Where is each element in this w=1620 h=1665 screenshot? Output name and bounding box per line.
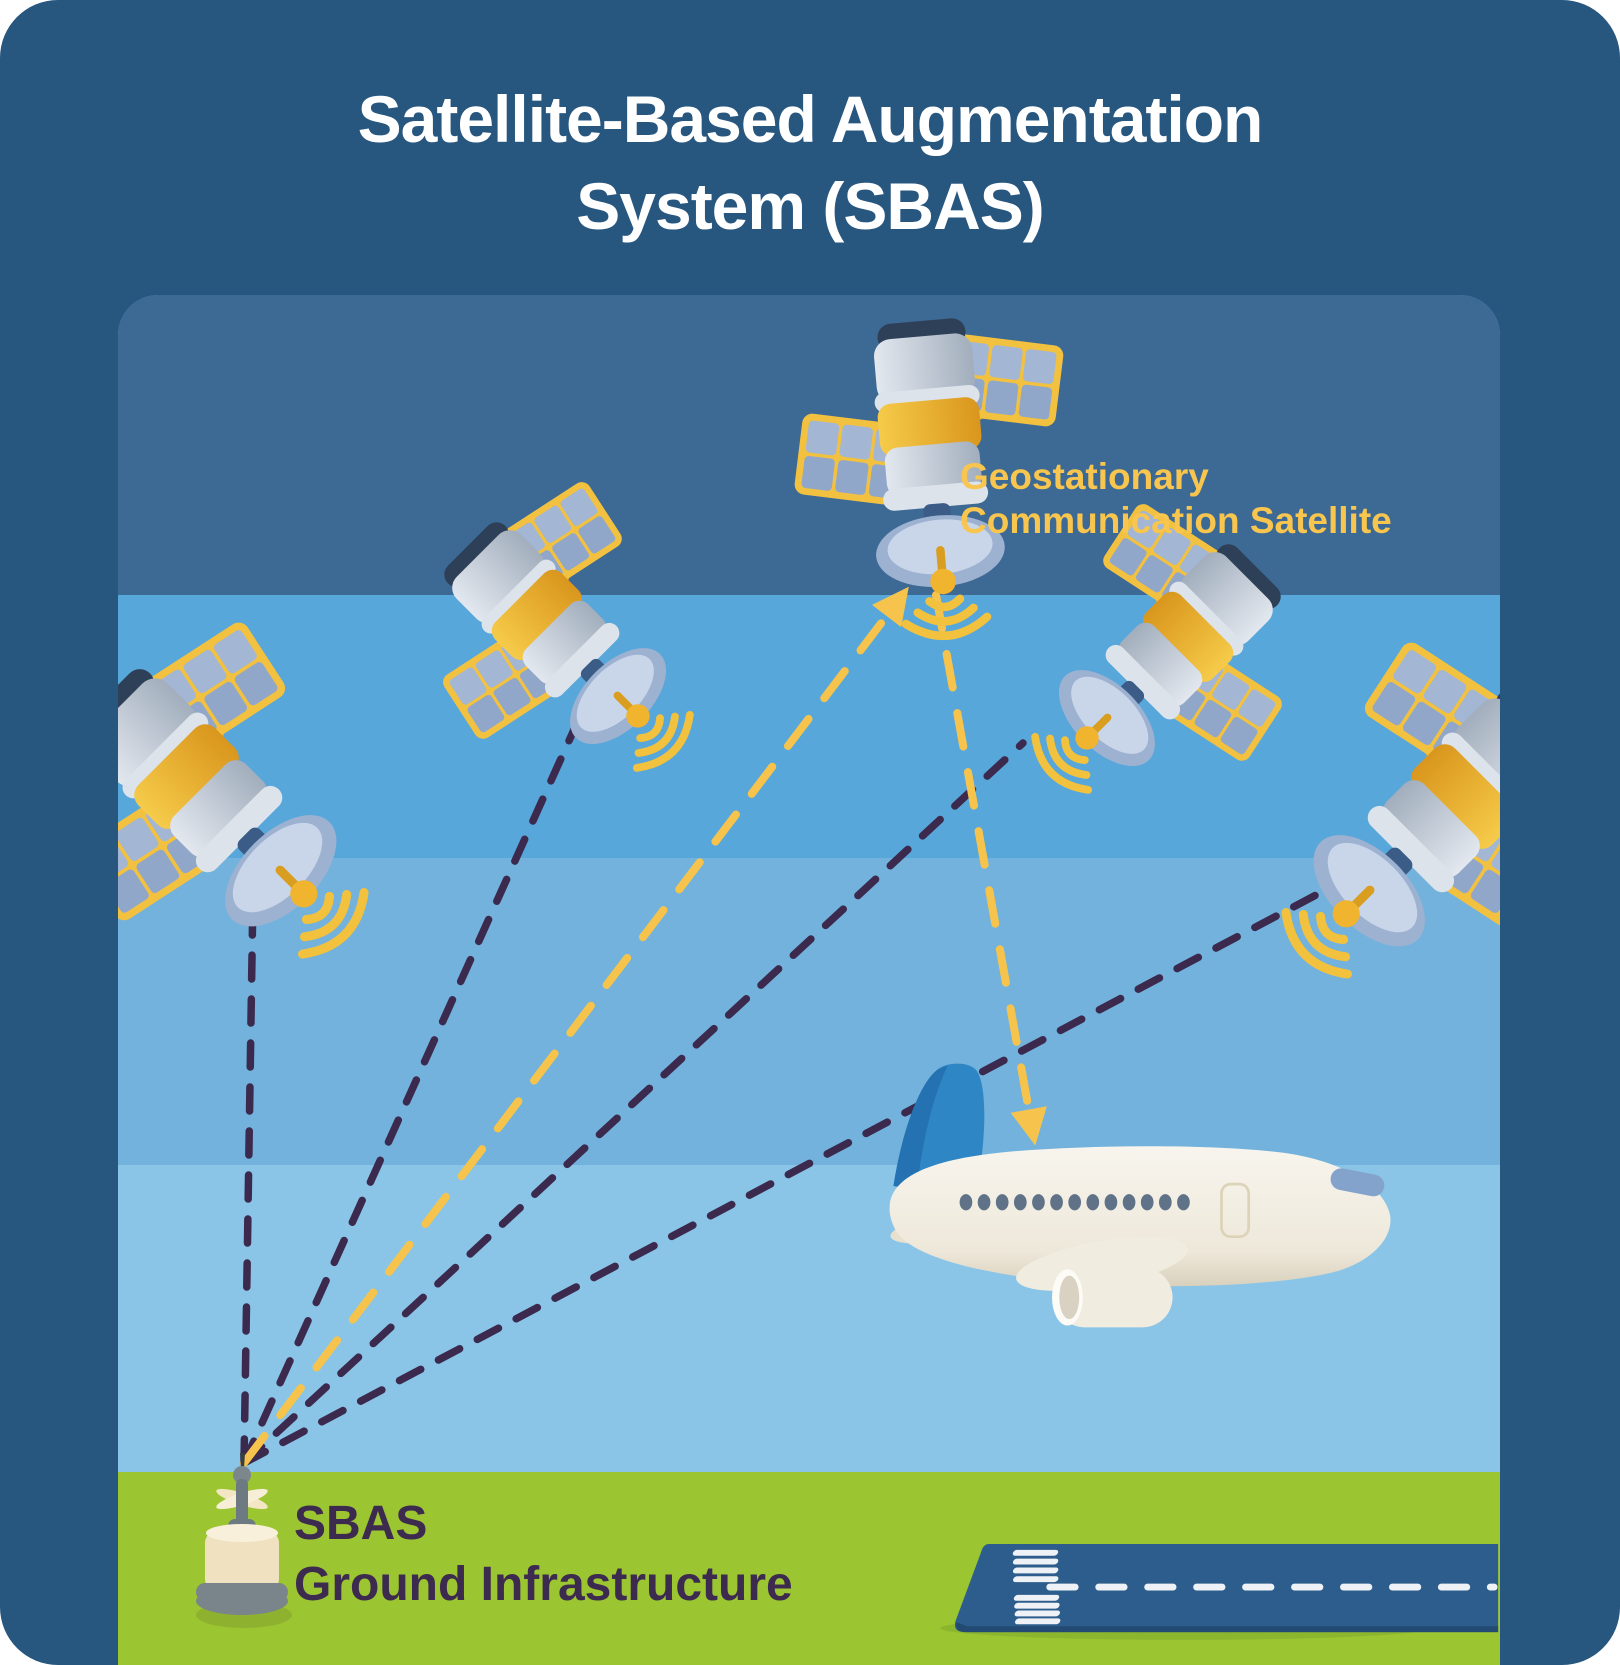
sky-band-3 bbox=[118, 858, 1500, 1165]
signal-line-upper-left-satellite bbox=[240, 699, 590, 1467]
page-title-line2: System (SBAS) bbox=[576, 169, 1044, 244]
downlink-line-to-airplane bbox=[932, 591, 1047, 1146]
ground-infrastructure-label-line2: Ground Infrastructure bbox=[294, 1558, 793, 1612]
runway-icon bbox=[940, 1543, 1499, 1640]
ground-station-icon bbox=[196, 1453, 292, 1628]
ground-infrastructure-label: SBAS Ground Infrastructure bbox=[294, 1493, 793, 1616]
page-title: Satellite-Based Augmentation System (SBA… bbox=[0, 76, 1620, 250]
geo-satellite-label-line1: Geostationary bbox=[960, 456, 1209, 497]
diagram-panel: Geostationary Communication Satellite SB… bbox=[118, 295, 1500, 1665]
airplane-icon bbox=[889, 1063, 1391, 1328]
page-title-line1: Satellite-Based Augmentation bbox=[357, 82, 1264, 156]
uplink-line-to-geo-satellite bbox=[240, 586, 909, 1467]
dashed-signal-lines bbox=[240, 586, 1354, 1467]
ground-infrastructure-label-line1: SBAS bbox=[294, 1497, 428, 1550]
signal-line-far-right-satellite bbox=[240, 873, 1354, 1467]
sky-band-2 bbox=[118, 595, 1500, 858]
signal-line-far-left-satellite bbox=[240, 889, 257, 1467]
signal-line-right-satellite bbox=[240, 739, 1027, 1467]
geo-satellite-label-line2: Communication Satellite bbox=[960, 499, 1392, 541]
geo-satellite-label: Geostationary Communication Satellite bbox=[960, 455, 1392, 542]
